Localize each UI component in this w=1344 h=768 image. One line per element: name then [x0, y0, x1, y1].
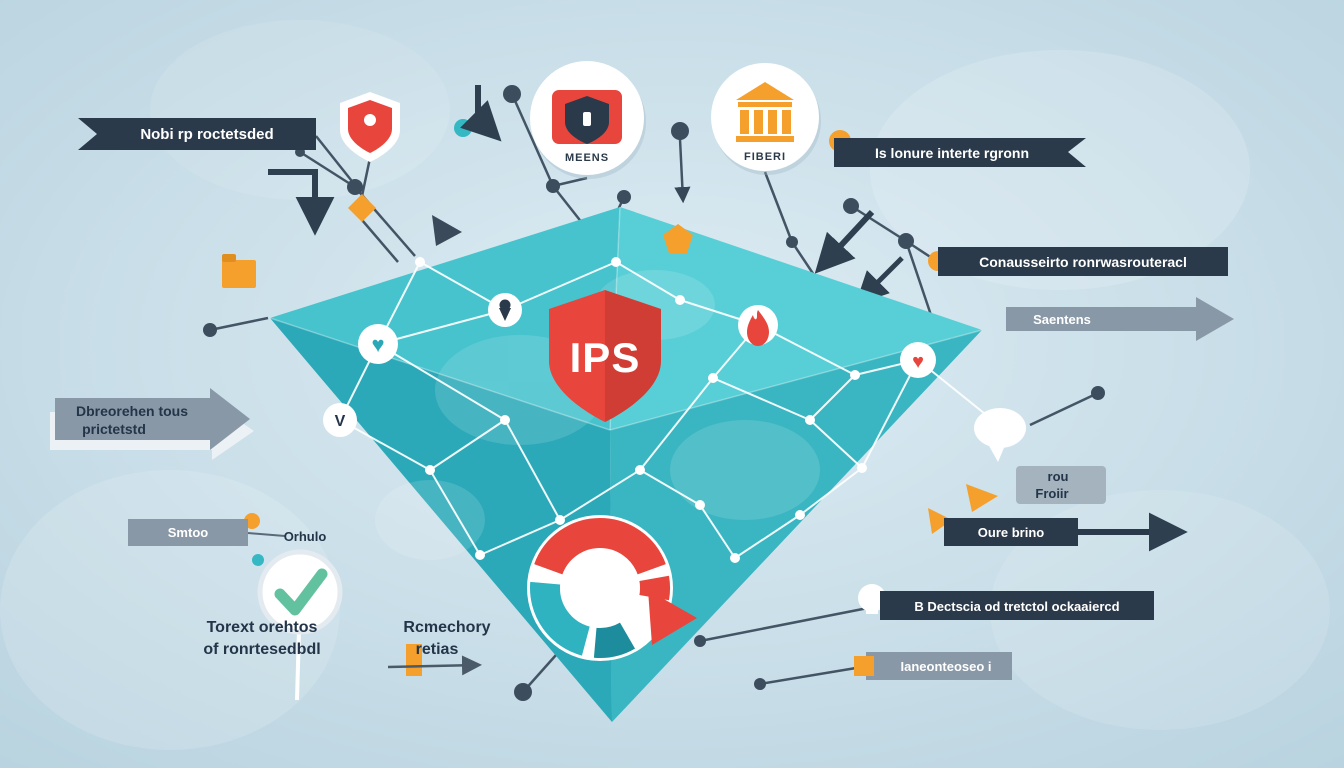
banner-left-lower: Smtoo: [128, 519, 286, 546]
banner-bottom-right-text: B Dectscia od tretctol ockaaiercd: [914, 599, 1119, 614]
orange-accents: [222, 194, 998, 676]
banner-bottom-mid-text: Ianeonteoseo i: [900, 659, 991, 674]
banner-left-arrow: Dbreorehen tous prictetstd: [50, 388, 254, 460]
banner-top-right-text: Is lonure interte rgronn: [875, 145, 1029, 161]
ips-shield-text: IPS: [570, 334, 641, 381]
svg-text:V: V: [335, 413, 346, 430]
flame-node-icon: [738, 305, 778, 346]
bank-icon: [736, 82, 794, 142]
svg-text:♥: ♥: [912, 351, 924, 373]
ips-shield: IPS: [549, 290, 661, 422]
speech-bubble-icon: [974, 408, 1026, 462]
pin-node-icon: [488, 293, 522, 327]
banner-right-small: rou Froiir: [1016, 466, 1106, 504]
banner-top-left-text: Nobi rp roctetsded: [140, 126, 273, 143]
label-bottom-left-line2: of ronrtesedbdl: [203, 641, 320, 658]
shield-badge-icon: [340, 92, 400, 162]
bank-label: FIBERI: [744, 151, 786, 163]
banner-top-left: Nobi rp roctetsded: [78, 118, 316, 150]
banner-left-arrow-line1: Dbreorehen tous: [76, 403, 188, 419]
bank-icon-circle: FIBERI: [711, 63, 821, 175]
banner-right-lower-text: Oure brino: [978, 525, 1045, 540]
banner-right-arrow: Saentens: [1006, 297, 1234, 341]
check-circle-icon: [257, 549, 343, 701]
label-bottom-center-line2: retias: [416, 641, 459, 658]
check-node-icon: V: [323, 403, 357, 437]
gauge-chart: [527, 515, 697, 661]
banner-right-upper-text: Conausseirto ronrwasrouteracl: [979, 254, 1187, 270]
banner-right-arrow-text: Saentens: [1033, 312, 1091, 327]
inner-network-nodes: [415, 257, 867, 563]
label-bottom-center-line1: Rcmechory: [403, 619, 490, 636]
banner-left-arrow-line2: prictetstd: [82, 421, 146, 437]
svg-text:♥: ♥: [371, 332, 384, 357]
label-bottom-left: Torext orehtos of ronrtesedbdl: [203, 619, 320, 658]
banner-left-lower-text: Smtoo: [168, 525, 209, 540]
banner-right-small-line2: Froiir: [1035, 486, 1068, 501]
label-left-small: Orhulo: [284, 529, 327, 544]
firewall-icon-circle: MEENS: [530, 61, 646, 179]
banner-bottom-mid: Ianeonteoseo i: [854, 652, 1012, 680]
dark-arrowhead: [432, 215, 462, 246]
banner-right-lower: Oure brino: [944, 512, 1188, 552]
banner-right-upper: Conausseirto ronrwasrouteracl: [938, 247, 1228, 276]
thick-arrows: [268, 85, 904, 305]
banner-top-right: Is lonure interte rgronn: [834, 138, 1086, 167]
banner-bottom-right: B Dectscia od tretctol ockaaiercd: [858, 584, 1154, 620]
firewall-label: MEENS: [565, 152, 609, 164]
label-bottom-center: Rcmechory retias: [387, 619, 491, 676]
banner-right-small-line1: rou: [1048, 469, 1069, 484]
red-heart-node-icon: ♥: [900, 342, 936, 378]
label-bottom-left-line1: Torext orehtos: [207, 619, 318, 636]
background-blobs: [0, 20, 1330, 750]
heart-node-icon: ♥: [358, 324, 398, 364]
